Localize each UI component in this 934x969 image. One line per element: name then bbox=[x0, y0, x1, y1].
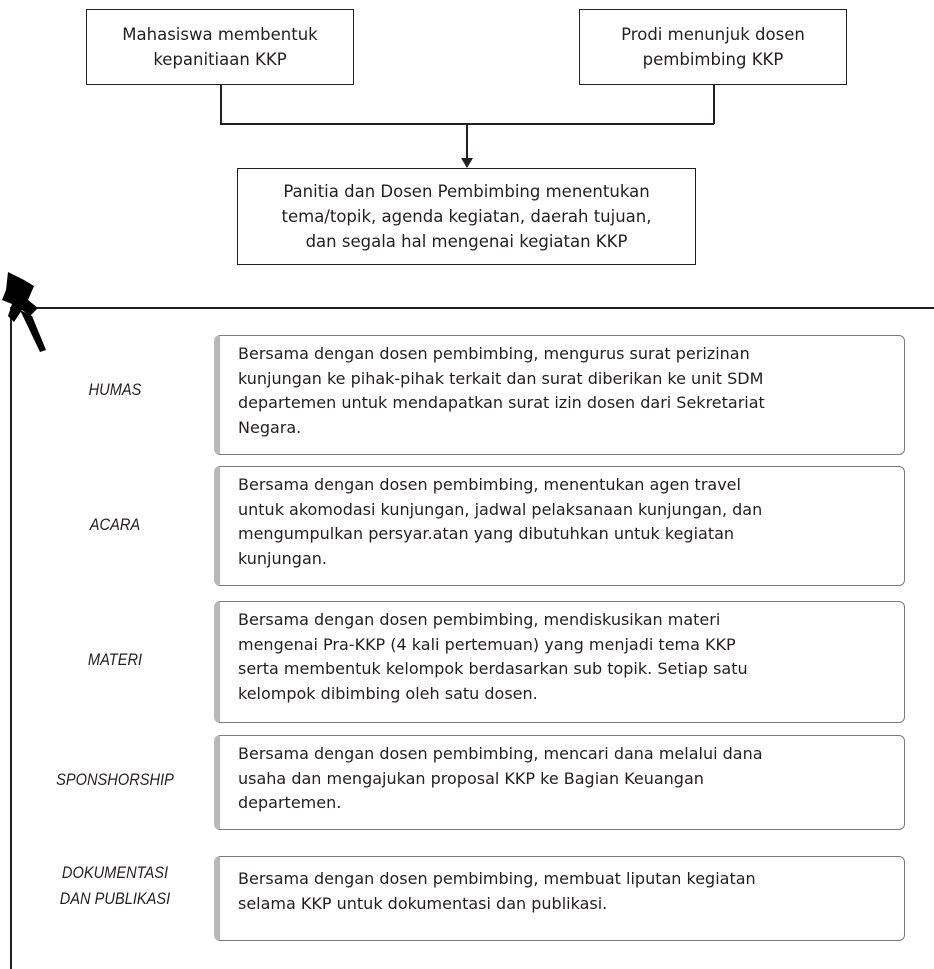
desc-line: serta membentuk kelompok berdasarkan sub… bbox=[238, 659, 748, 678]
connector-center-down bbox=[466, 123, 468, 161]
desc-line: kelompok dibimbing oleh satu dosen. bbox=[238, 683, 538, 703]
desc-line: departemen. bbox=[238, 793, 342, 812]
role-label-sponshorship: SPONSHORSHIP bbox=[56, 770, 174, 789]
desc-line: departemen untuk mendapatkan surat izin … bbox=[238, 393, 765, 412]
desc-line: mengenai Pra-KKP (4 kali pertemuan) yang… bbox=[238, 634, 736, 654]
desc-line: Bersama dengan dosen pembimbing, membuat… bbox=[238, 869, 756, 888]
desc-line: untuk akomodasi kunjungan, jadwal pelaks… bbox=[238, 499, 763, 519]
box-prodi-line: Prodi menunjuk dosen bbox=[621, 25, 805, 44]
frame-left-line bbox=[10, 307, 12, 969]
role-desc-sponshorship: Bersama dengan dosen pembimbing, mencari… bbox=[214, 735, 905, 830]
arrow-head-icon bbox=[461, 158, 473, 168]
desc-line: mengumpulkan persyar.atan yang dibutuhka… bbox=[238, 524, 735, 543]
connector-left-down bbox=[220, 85, 222, 124]
box-panitia-line: dan segala hal mengenai kegiatan KKP bbox=[305, 232, 628, 251]
box-mahasiswa: Mahasiswa membentuk kepanitiaan KKP bbox=[86, 9, 354, 85]
box-mahasiswa-line: kepanitiaan KKP bbox=[153, 50, 287, 69]
role-label-acara: ACARA bbox=[89, 515, 141, 534]
desc-line: Bersama dengan dosen pembimbing, mendisk… bbox=[238, 610, 721, 629]
desc-line: Bersama dengan dosen pembimbing, menentu… bbox=[238, 475, 741, 494]
desc-line: selama KKP untuk dokumentasi dan publika… bbox=[238, 893, 608, 913]
connector-right-down bbox=[713, 85, 715, 124]
frame-top-line bbox=[10, 307, 934, 309]
desc-line: Bersama dengan dosen pembimbing, menguru… bbox=[238, 344, 750, 363]
role-desc-acara: Bersama dengan dosen pembimbing, menentu… bbox=[214, 466, 905, 586]
desc-line: kunjungan. bbox=[238, 548, 327, 568]
box-prodi: Prodi menunjuk dosen pembimbing KKP bbox=[579, 9, 847, 85]
box-panitia-line: Panitia dan Dosen Pembimbing menentukan bbox=[283, 182, 650, 201]
desc-line: kunjungan ke pihak-pihak terkait dan sur… bbox=[238, 368, 764, 388]
box-mahasiswa-line: Mahasiswa membentuk bbox=[122, 25, 318, 44]
role-label-dokumentasi: DOKUMENTASI DAN PUBLIKASI bbox=[59, 863, 171, 908]
desc-line: Bersama dengan dosen pembimbing, mencari… bbox=[238, 744, 763, 763]
desc-line: Negara. bbox=[238, 417, 302, 437]
role-label-materi: MATERI bbox=[87, 650, 143, 669]
role-label-humas: HUMAS bbox=[88, 380, 142, 399]
role-desc-dokumentasi: Bersama dengan dosen pembimbing, membuat… bbox=[214, 856, 905, 941]
box-prodi-line: pembimbing KKP bbox=[642, 50, 784, 69]
box-panitia: Panitia dan Dosen Pembimbing menentukan … bbox=[237, 168, 696, 265]
role-desc-humas: Bersama dengan dosen pembimbing, menguru… bbox=[214, 335, 905, 455]
role-desc-materi: Bersama dengan dosen pembimbing, mendisk… bbox=[214, 601, 905, 723]
box-panitia-line: tema/topik, agenda kegiatan, daerah tuju… bbox=[281, 207, 652, 226]
push-pin-icon bbox=[2, 272, 46, 352]
desc-line: usaha dan mengajukan proposal KKP ke Bag… bbox=[238, 768, 704, 788]
